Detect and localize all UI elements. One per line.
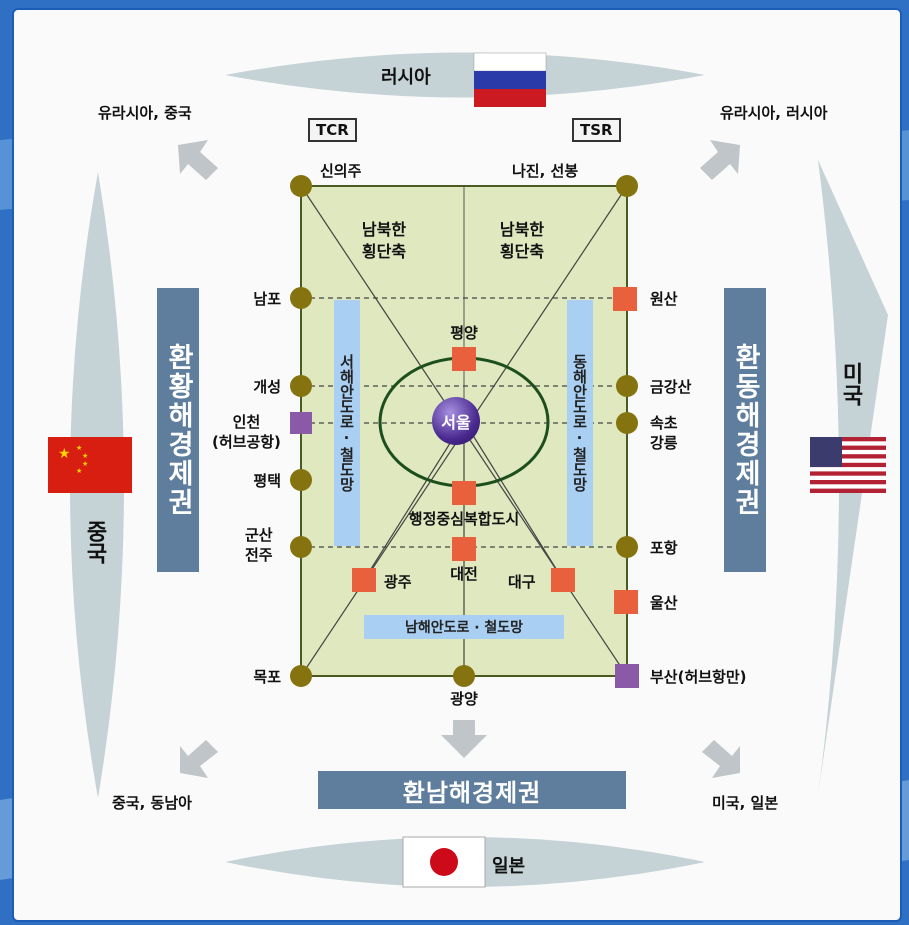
tcr-label: TCR (308, 118, 357, 142)
city-pyeongtaek: 평택 (253, 472, 281, 490)
svg-text:★: ★ (82, 460, 88, 468)
city-daejeon: 대전 (450, 565, 478, 583)
svg-text:★: ★ (58, 446, 71, 462)
city-mokpo: 목포 (253, 668, 281, 686)
arrow-se (702, 740, 740, 778)
city-kaesong: 개성 (253, 378, 281, 396)
city-busan: 부산(허브항만) (650, 668, 747, 686)
corner-bottom-right: 미국, 일본 (712, 794, 779, 812)
corridor-west: 서해안도로·철도망 (334, 300, 360, 546)
region-russia: 러시아 (381, 67, 431, 88)
svg-text:★: ★ (76, 467, 82, 475)
japan-flag (402, 836, 486, 888)
usa-flag (810, 437, 886, 493)
corner-top-left: 유라시아, 중국 (98, 104, 192, 122)
city-daegu: 대구 (508, 573, 536, 591)
city-ulsan: 울산 (650, 594, 678, 612)
city-wonsan: 원산 (650, 290, 678, 308)
city-gwangyang: 광양 (450, 690, 478, 708)
city-pohang: 포항 (650, 539, 678, 557)
arrow-down (441, 720, 487, 758)
city-gunsan: 군산 전주 (245, 526, 273, 564)
city-najin: 나진, 선봉 (512, 162, 579, 180)
city-sinuiju: 신의주 (320, 162, 362, 180)
arrow-nw (178, 140, 218, 180)
svg-text:★: ★ (82, 452, 88, 460)
city-gwangju: 광주 (384, 573, 412, 591)
zone-south: 환남해경제권 (318, 771, 626, 809)
china-flag: ★ ★ ★ ★ ★ (48, 437, 132, 493)
region-usa: 미국 (838, 362, 863, 406)
city-sejong: 행정중심복합도시 (408, 510, 520, 528)
zone-east: 환동해경제권 (724, 288, 766, 572)
arrow-sw (180, 740, 218, 778)
russia-lens (225, 52, 705, 98)
corner-top-right: 유라시아, 러시아 (720, 104, 828, 122)
region-china: 중국 (82, 520, 107, 564)
city-nampo: 남포 (253, 290, 281, 308)
city-seoul: 서울 (432, 397, 480, 445)
city-sokcho: 속초 강릉 (650, 414, 678, 452)
corridor-east: 동해안도로·철도망 (567, 300, 593, 546)
region-japan: 일본 (492, 856, 526, 877)
svg-text:★: ★ (76, 444, 82, 452)
axis-right: 남북한 횡단축 (499, 220, 545, 261)
axis-left: 남북한 횡단축 (361, 220, 407, 261)
arrow-ne (700, 140, 740, 180)
city-pyongyang: 평양 (450, 324, 478, 342)
city-incheon: 인천 (허브공항) (212, 413, 281, 451)
zone-west: 환황해경제권 (157, 288, 199, 572)
tsr-label: TSR (572, 118, 621, 142)
city-geumgangsan: 금강산 (650, 378, 692, 396)
corridor-south: 남해안도로 · 철도망 (364, 615, 564, 639)
corner-bottom-left: 중국, 동남아 (112, 794, 192, 812)
russia-flag (473, 52, 547, 107)
